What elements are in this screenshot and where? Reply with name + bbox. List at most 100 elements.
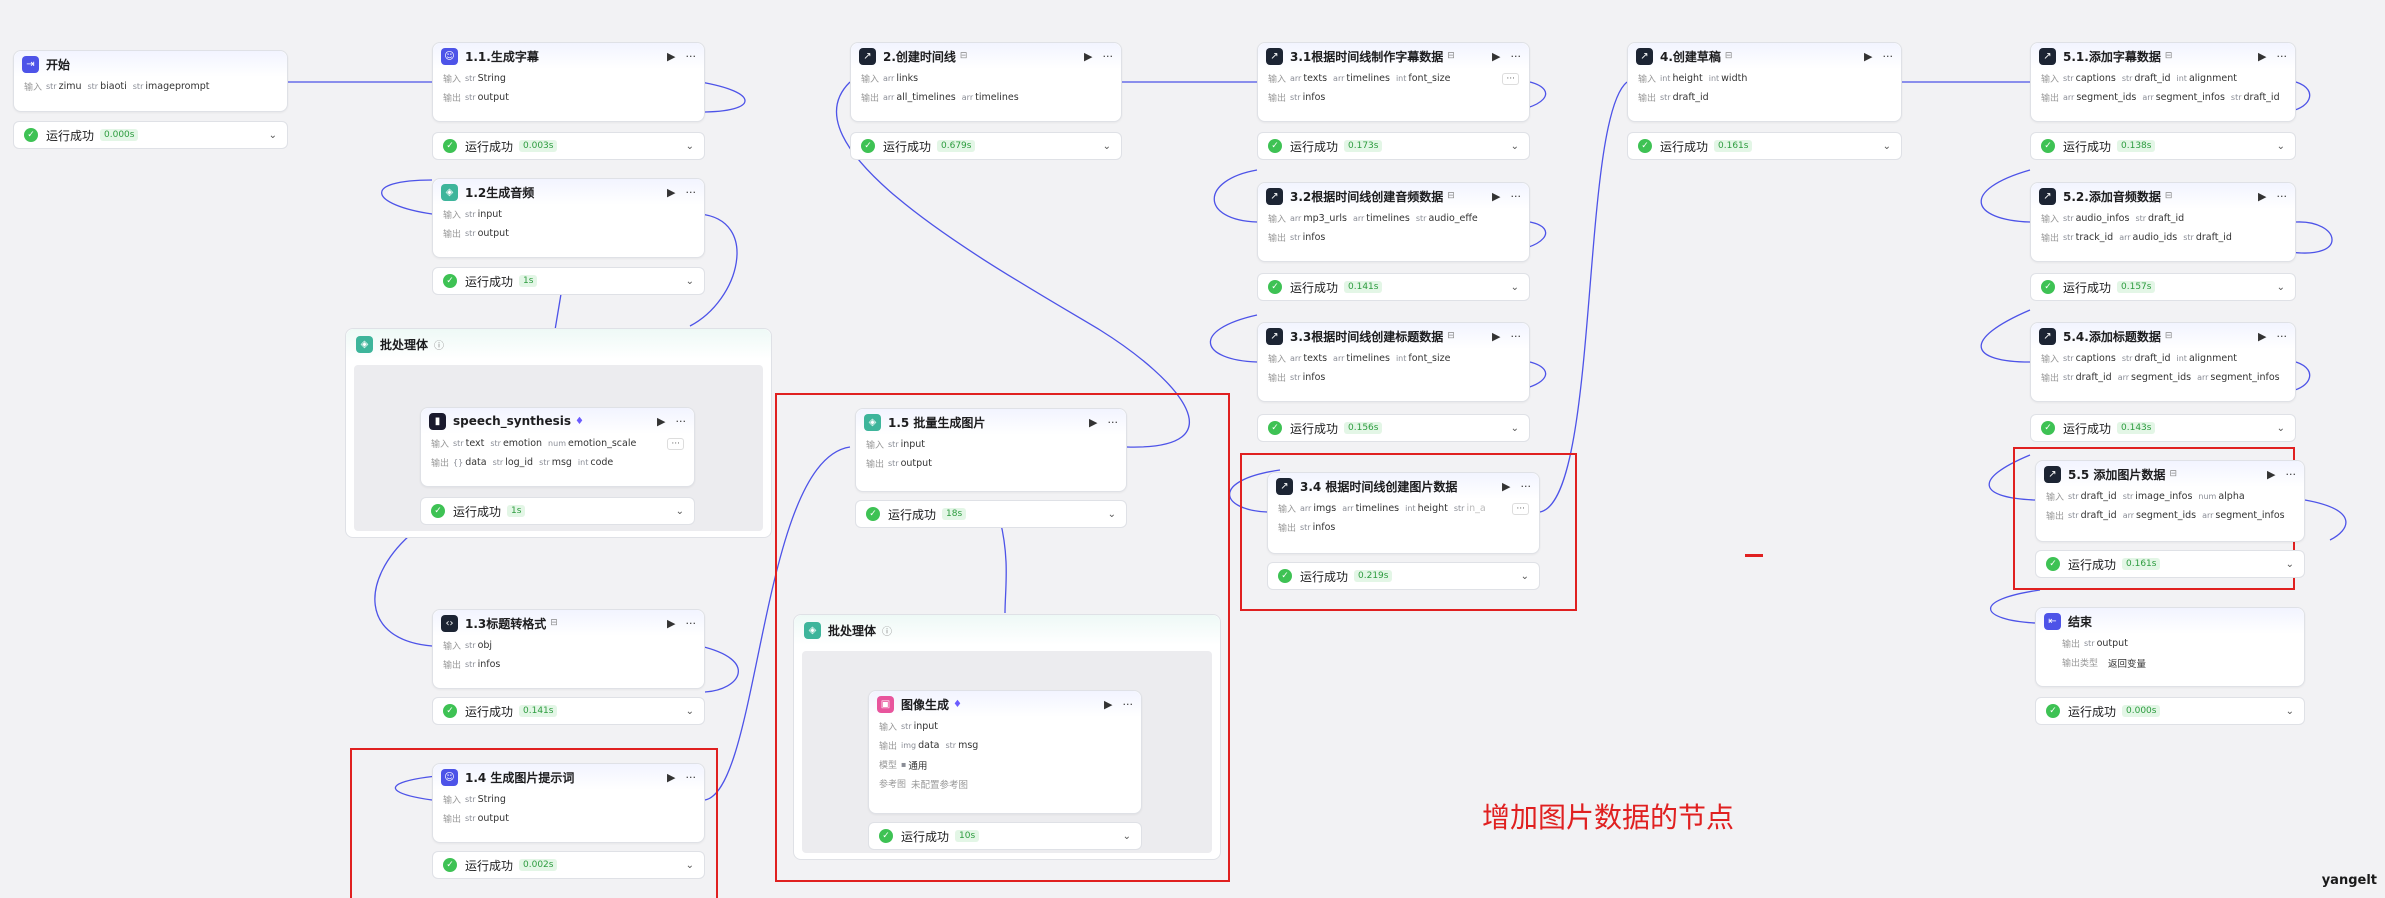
chevron-down-icon[interactable]: ⌄: [685, 705, 694, 717]
more-icon[interactable]: ···: [685, 49, 697, 63]
chevron-down-icon[interactable]: ⌄: [1107, 508, 1116, 520]
more-icon[interactable]: ···: [2276, 49, 2288, 63]
check-icon: ✓: [443, 274, 457, 288]
play-icon[interactable]: ▶: [2258, 189, 2267, 203]
play-icon[interactable]: ▶: [667, 616, 676, 630]
more-icon[interactable]: ···: [1510, 329, 1522, 343]
more-icon[interactable]: ···: [1102, 49, 1114, 63]
output-label: 输出: [1268, 374, 1287, 384]
chevron-down-icon[interactable]: ⌄: [2276, 281, 2285, 293]
more-params-button[interactable]: ···: [1502, 72, 1519, 85]
chevron-down-icon[interactable]: ⌄: [1510, 140, 1519, 152]
info-icon[interactable]: ⓘ: [434, 340, 445, 352]
more-icon[interactable]: ···: [1510, 189, 1522, 203]
more-icon[interactable]: ···: [685, 185, 697, 199]
chevron-down-icon[interactable]: ⌄: [685, 859, 694, 871]
play-icon[interactable]: ▶: [1864, 49, 1873, 63]
chevron-down-icon[interactable]: ⌄: [1510, 281, 1519, 293]
param: draft_id: [2134, 353, 2171, 364]
more-icon[interactable]: ···: [2276, 189, 2288, 203]
more-icon[interactable]: ···: [1122, 697, 1134, 711]
more-icon[interactable]: ···: [1882, 49, 1894, 63]
more-icon[interactable]: ···: [675, 414, 687, 428]
play-icon[interactable]: ▶: [1492, 329, 1501, 343]
chevron-down-icon[interactable]: ⌄: [2276, 140, 2285, 152]
more-icon[interactable]: ···: [2276, 329, 2288, 343]
more-icon[interactable]: ···: [1107, 415, 1119, 429]
chevron-down-icon[interactable]: ⌄: [675, 505, 684, 517]
chevron-down-icon[interactable]: ⌄: [685, 275, 694, 287]
chevron-down-icon[interactable]: ⌄: [1520, 570, 1529, 582]
chevron-down-icon[interactable]: ⌄: [268, 129, 277, 141]
play-icon[interactable]: ▶: [667, 185, 676, 199]
chevron-down-icon[interactable]: ⌄: [1122, 830, 1131, 842]
more-icon[interactable]: ···: [685, 770, 697, 784]
more-params-button[interactable]: ···: [667, 437, 684, 450]
play-icon[interactable]: ▶: [2258, 49, 2267, 63]
more-icon[interactable]: ···: [685, 616, 697, 630]
chevron-down-icon[interactable]: ⌄: [685, 140, 694, 152]
chevron-down-icon[interactable]: ⌄: [2285, 558, 2294, 570]
play-icon[interactable]: ▶: [1502, 479, 1511, 493]
more-icon[interactable]: ···: [1520, 479, 1532, 493]
chevron-down-icon[interactable]: ⌄: [1882, 140, 1891, 152]
chevron-down-icon[interactable]: ⌄: [2276, 422, 2285, 434]
play-icon[interactable]: ▶: [2258, 329, 2267, 343]
play-icon[interactable]: ▶: [1104, 697, 1113, 711]
info-icon[interactable]: ⓘ: [882, 626, 893, 638]
more-icon[interactable]: ···: [2285, 467, 2297, 481]
more-icon[interactable]: ···: [1510, 49, 1522, 63]
play-icon[interactable]: ▶: [1492, 49, 1501, 63]
play-icon[interactable]: ▶: [1084, 49, 1093, 63]
play-icon[interactable]: ▶: [667, 49, 676, 63]
chevron-down-icon[interactable]: ⌄: [1102, 140, 1111, 152]
chevron-down-icon[interactable]: ⌄: [1510, 422, 1519, 434]
play-icon[interactable]: ▶: [667, 770, 676, 784]
chevron-down-icon[interactable]: ⌄: [2285, 705, 2294, 717]
play-icon[interactable]: ▶: [1492, 189, 1501, 203]
more-params-button[interactable]: ···: [1512, 502, 1529, 515]
play-icon[interactable]: ▶: [1089, 415, 1098, 429]
play-icon[interactable]: ▶: [657, 414, 666, 428]
play-icon[interactable]: ▶: [2267, 467, 2276, 481]
